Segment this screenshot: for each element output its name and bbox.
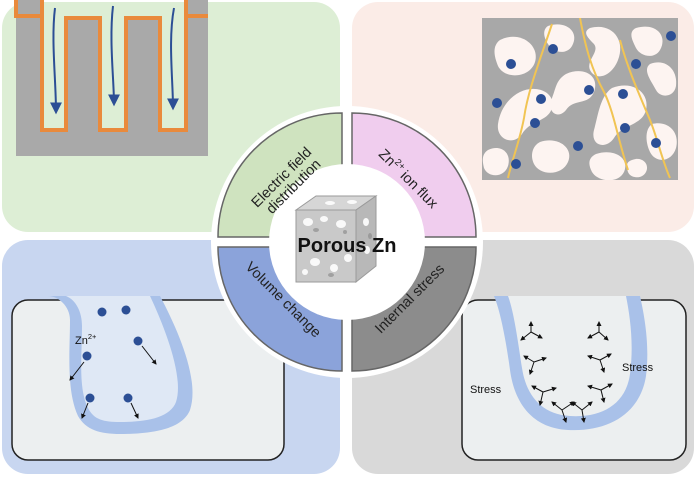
stress-node: [571, 401, 593, 423]
stress-node: [587, 321, 609, 341]
ion: [620, 123, 630, 133]
field-arrow-3: [166, 7, 179, 111]
porous-network: [482, 18, 678, 180]
stress-node: [531, 385, 557, 406]
ion: [573, 141, 583, 151]
ion: [651, 138, 661, 148]
porous-zn-cube: [294, 195, 378, 284]
stress-label-right: Stress: [622, 362, 654, 374]
ion: [584, 85, 594, 95]
electrode-comb: [14, 0, 208, 156]
ion: [85, 393, 95, 403]
expansion-arrows: [69, 345, 157, 419]
stress-label-left: Stress: [470, 384, 502, 396]
ion: [548, 44, 558, 54]
ion: [133, 336, 143, 346]
field-arrow-1: [49, 7, 62, 115]
stress-cavity-interior: [508, 296, 632, 417]
cavity-interior: [66, 296, 178, 422]
flux-line-1: [507, 23, 553, 179]
orange-sei-layer: [40, 0, 188, 132]
ion: [631, 59, 641, 69]
ion: [666, 31, 676, 41]
ion: [618, 89, 628, 99]
ion: [511, 159, 521, 169]
stress-node: [587, 353, 612, 373]
flux-lines: [507, 18, 671, 179]
ion: [506, 59, 516, 69]
stress-node: [520, 321, 543, 341]
zn-ions-volume: [82, 305, 143, 403]
ion: [82, 351, 92, 361]
ion: [121, 305, 131, 315]
ion: [492, 98, 502, 108]
stress-node: [587, 383, 613, 403]
flux-line-3: [619, 39, 671, 179]
ion: [530, 118, 540, 128]
ion: [123, 393, 133, 403]
stress-arrows: [520, 321, 613, 423]
zn-ion-label: Zn2+: [75, 332, 97, 347]
flux-line-2: [579, 18, 629, 171]
field-arrow-2: [107, 5, 120, 107]
ion: [536, 94, 546, 104]
field-arrows: [49, 5, 179, 115]
center-title: Porous Zn: [298, 235, 397, 257]
stress-node: [523, 355, 547, 375]
zn-ions-flux: [492, 31, 676, 169]
ion: [97, 307, 107, 317]
